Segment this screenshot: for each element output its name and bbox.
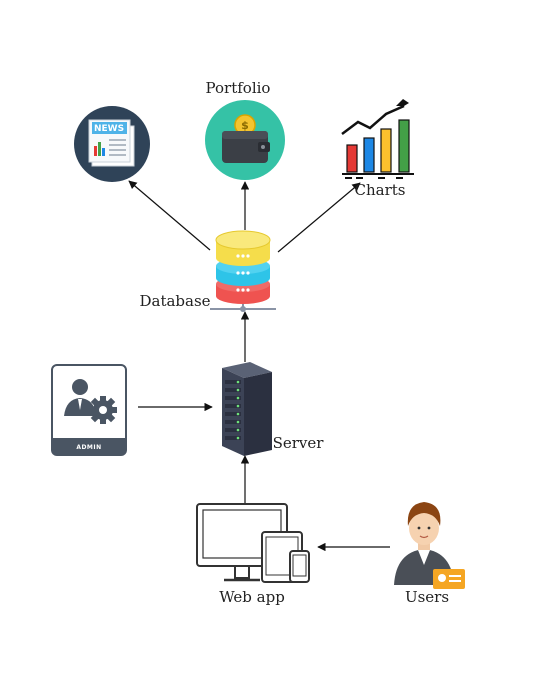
user-icon <box>394 502 465 589</box>
admin-label: ADMIN <box>76 444 101 451</box>
wallet-icon: $ <box>205 100 285 180</box>
database-label: Database <box>139 292 210 310</box>
edge-database-charts <box>277 182 361 253</box>
charts-node: Charts <box>341 99 414 199</box>
database-icon <box>210 230 276 312</box>
portfolio-label: Portfolio <box>206 79 271 97</box>
server-node: Server <box>222 362 324 456</box>
webapp-label: Web app <box>219 588 285 606</box>
users-label: Users <box>405 588 449 606</box>
connectors <box>128 180 390 552</box>
bar-chart-icon <box>341 99 414 179</box>
admin-icon: ADMIN <box>51 364 127 456</box>
news-label: NEWS <box>94 124 124 134</box>
users-node: Users <box>394 502 465 606</box>
webapp-node: Web app <box>196 503 310 606</box>
news-icon: NEWS <box>74 106 150 182</box>
portfolio-node: Portfolio $ <box>205 79 285 180</box>
edge-database-news <box>128 180 211 251</box>
server-icon <box>222 362 272 456</box>
database-node: Database <box>139 230 276 312</box>
server-label: Server <box>273 434 325 452</box>
svg-text:$: $ <box>241 119 249 132</box>
devices-icon <box>196 503 310 583</box>
charts-label: Charts <box>355 181 406 199</box>
